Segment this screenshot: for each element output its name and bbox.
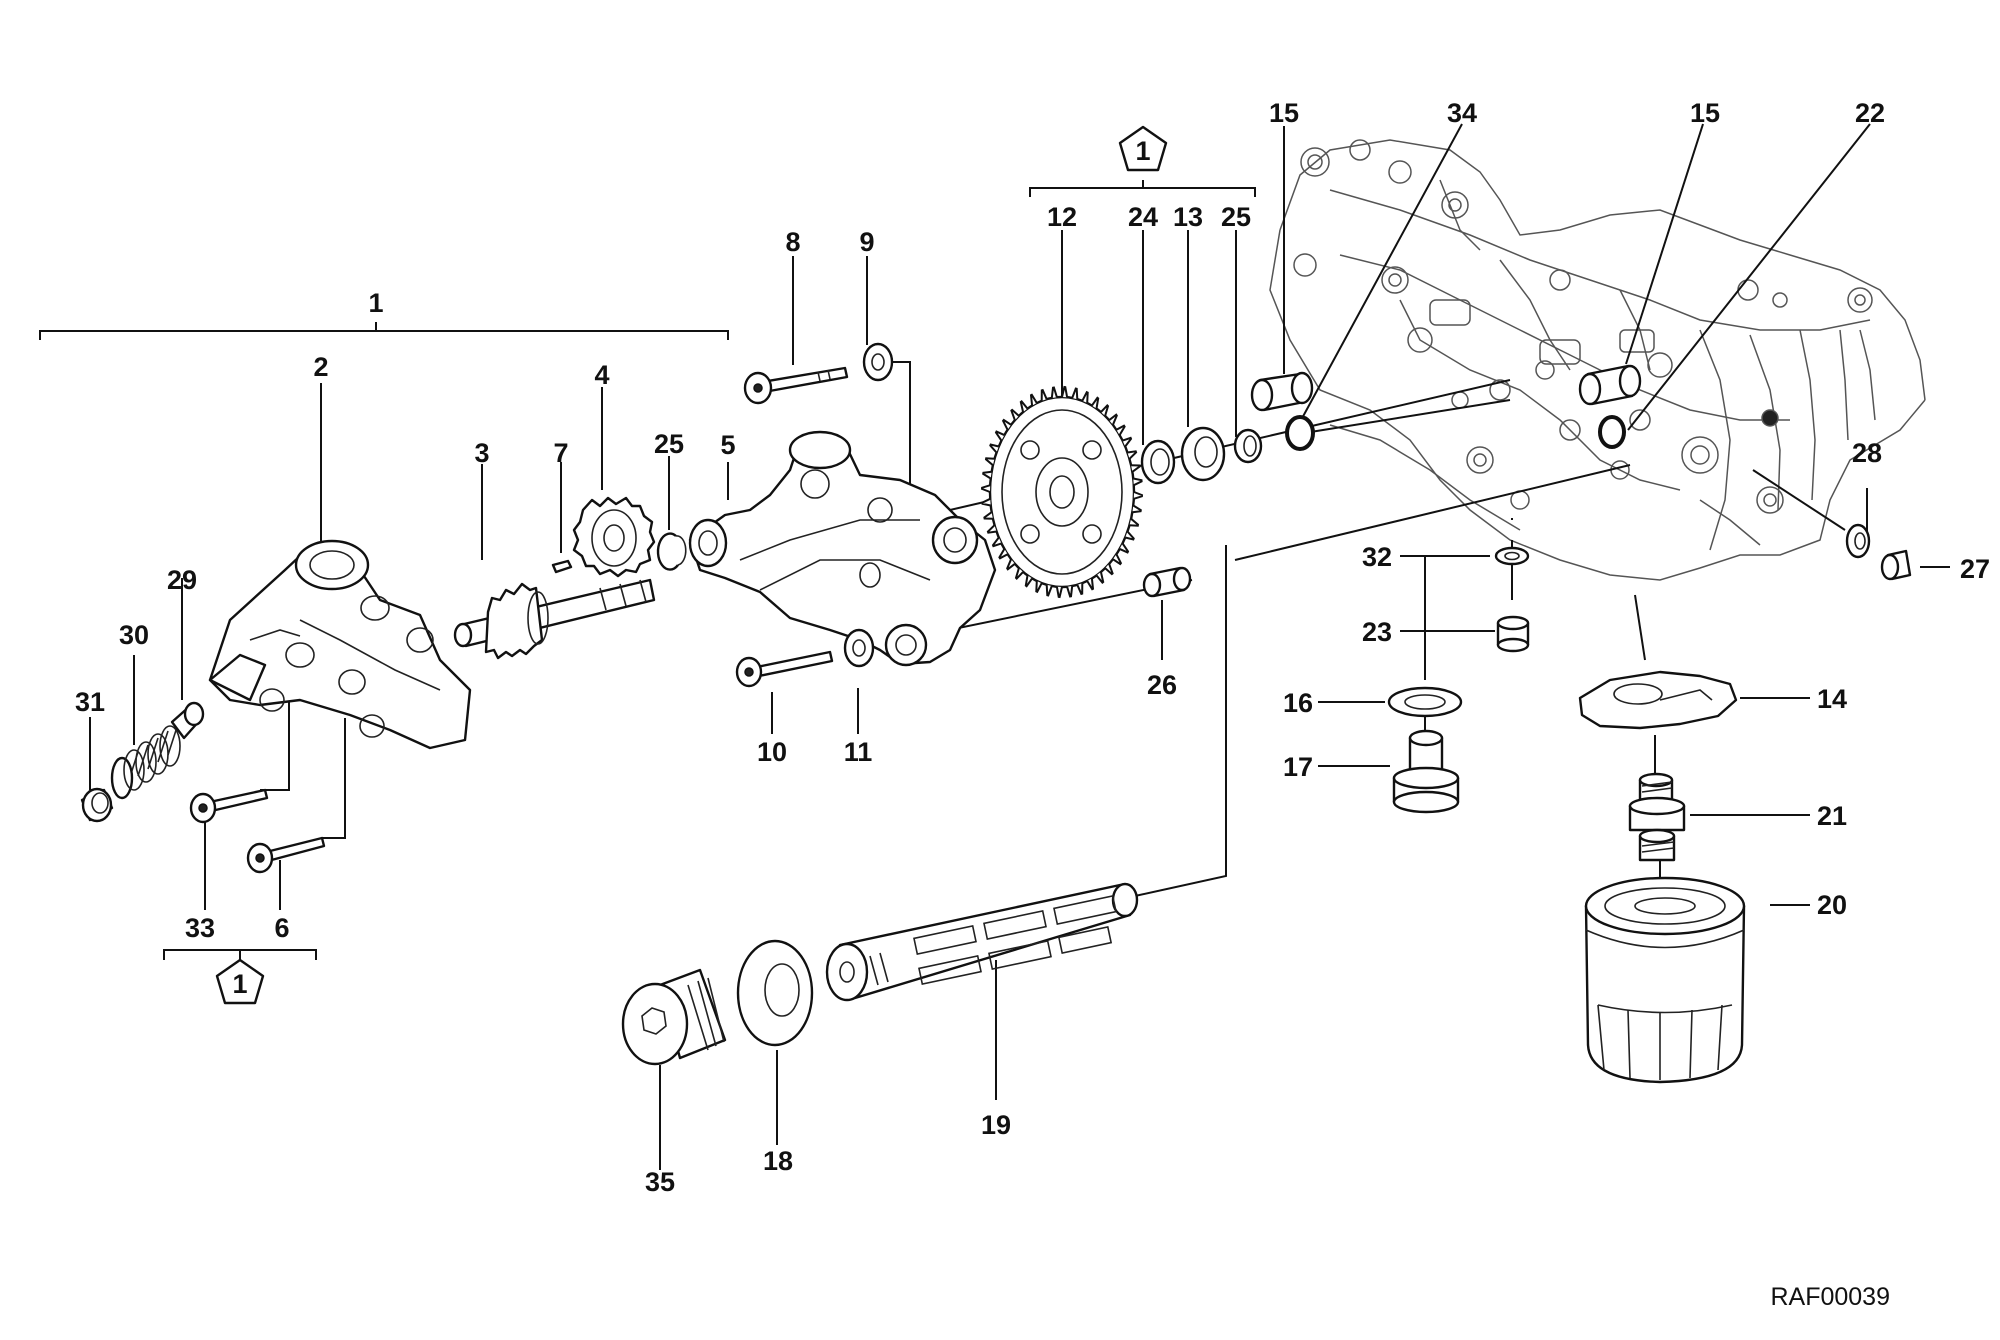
label-part-6: 6 <box>274 913 289 943</box>
part-23-plug <box>1496 615 1530 653</box>
label-part-25-upper: 25 <box>1221 202 1251 232</box>
part-33-bolt <box>189 788 269 824</box>
label-part-12: 12 <box>1047 202 1077 232</box>
part-15-sleeve-right <box>1578 364 1642 406</box>
leader-lines <box>39 123 1950 1170</box>
reference-code: RAF00039 <box>1770 1283 1890 1311</box>
label-part-3: 3 <box>474 438 489 468</box>
part-25-circlip <box>656 532 687 571</box>
label-part-31: 31 <box>75 687 105 717</box>
part-18-washer <box>736 939 814 1047</box>
part-22-o-ring <box>1598 415 1626 449</box>
part-34-o-ring <box>1285 415 1315 451</box>
label-part-18: 18 <box>763 1146 793 1176</box>
part-2-pump-cover <box>208 539 472 750</box>
part-30-spring <box>110 723 181 800</box>
label-part-21: 21 <box>1817 801 1847 831</box>
label-part-28: 28 <box>1852 438 1882 468</box>
part-3-shaft <box>453 578 656 660</box>
label-part-10: 10 <box>757 737 787 767</box>
part-4-gear <box>572 496 656 578</box>
label-part-16: 16 <box>1283 688 1313 718</box>
part-5-pump-body <box>688 430 997 667</box>
part-24-circlip <box>1140 439 1176 485</box>
label-part-8: 8 <box>785 227 800 257</box>
label-part-35: 35 <box>645 1167 675 1197</box>
label-part-11: 11 <box>844 737 873 767</box>
label-part-15: 15 <box>1269 98 1299 128</box>
part-17-plug <box>1392 729 1460 814</box>
label-part-14: 14 <box>1817 684 1847 714</box>
part-6-bolt <box>246 836 326 874</box>
part-14-plate <box>1578 670 1738 730</box>
label-part-1: 1 <box>368 288 383 318</box>
label-part-17: 17 <box>1283 752 1313 782</box>
label-part-9: 9 <box>859 227 874 257</box>
label-part-2: 2 <box>313 352 328 382</box>
part-13-bearing <box>1180 426 1226 482</box>
part-8-bolt <box>743 366 849 405</box>
kit-badge-top: 1 <box>1118 125 1168 172</box>
part-number-labels: 1 2 3 4 5 6 7 8 9 10 11 12 13 14 15 15 1… <box>75 98 1990 1197</box>
part-32-washer <box>1494 546 1530 566</box>
label-part-13: 13 <box>1173 202 1203 232</box>
label-part-30: 30 <box>119 620 149 650</box>
label-part-27: 27 <box>1960 554 1990 584</box>
part-9-washer <box>862 342 894 382</box>
part-25-circlip-upper <box>1233 428 1263 464</box>
crankcase-outline <box>1269 139 1926 581</box>
part-11-washer <box>843 628 875 668</box>
part-31-cap <box>80 787 114 823</box>
label-part-20: 20 <box>1817 890 1847 920</box>
part-28-washer <box>1845 523 1871 559</box>
part-29-valve <box>170 701 205 740</box>
part-20-oil-filter <box>1584 876 1746 1084</box>
label-part-7: 7 <box>553 438 568 468</box>
part-10-bolt <box>735 650 834 688</box>
part-7-key <box>551 559 573 574</box>
label-part-24: 24 <box>1128 202 1158 232</box>
part-27-plug <box>1880 549 1912 581</box>
label-part-22: 22 <box>1855 98 1885 128</box>
label-part-25-left: 25 <box>654 429 684 459</box>
gear-teeth <box>980 385 1144 599</box>
label-part-5: 5 <box>720 430 735 460</box>
part-35-plug <box>621 968 727 1066</box>
svg-text:1: 1 <box>232 969 247 999</box>
part-26-bushing <box>1142 566 1192 598</box>
label-part-15-right: 15 <box>1690 98 1720 128</box>
label-part-32: 32 <box>1362 542 1392 572</box>
part-15-sleeve <box>1250 371 1314 412</box>
part-16-washer <box>1387 686 1463 718</box>
label-part-29: 29 <box>167 565 197 595</box>
kit-badge-bottom: 1 <box>215 958 265 1005</box>
label-part-26: 26 <box>1147 670 1177 700</box>
label-part-4: 4 <box>594 360 609 390</box>
label-part-33: 33 <box>185 913 215 943</box>
label-part-23: 23 <box>1362 617 1392 647</box>
part-19-strainer <box>825 882 1139 1002</box>
svg-text:1: 1 <box>1135 136 1150 166</box>
part-12-gear <box>980 385 1144 599</box>
label-part-34: 34 <box>1447 98 1477 128</box>
part-21-nipple <box>1628 772 1686 862</box>
label-part-19: 19 <box>981 1110 1011 1140</box>
